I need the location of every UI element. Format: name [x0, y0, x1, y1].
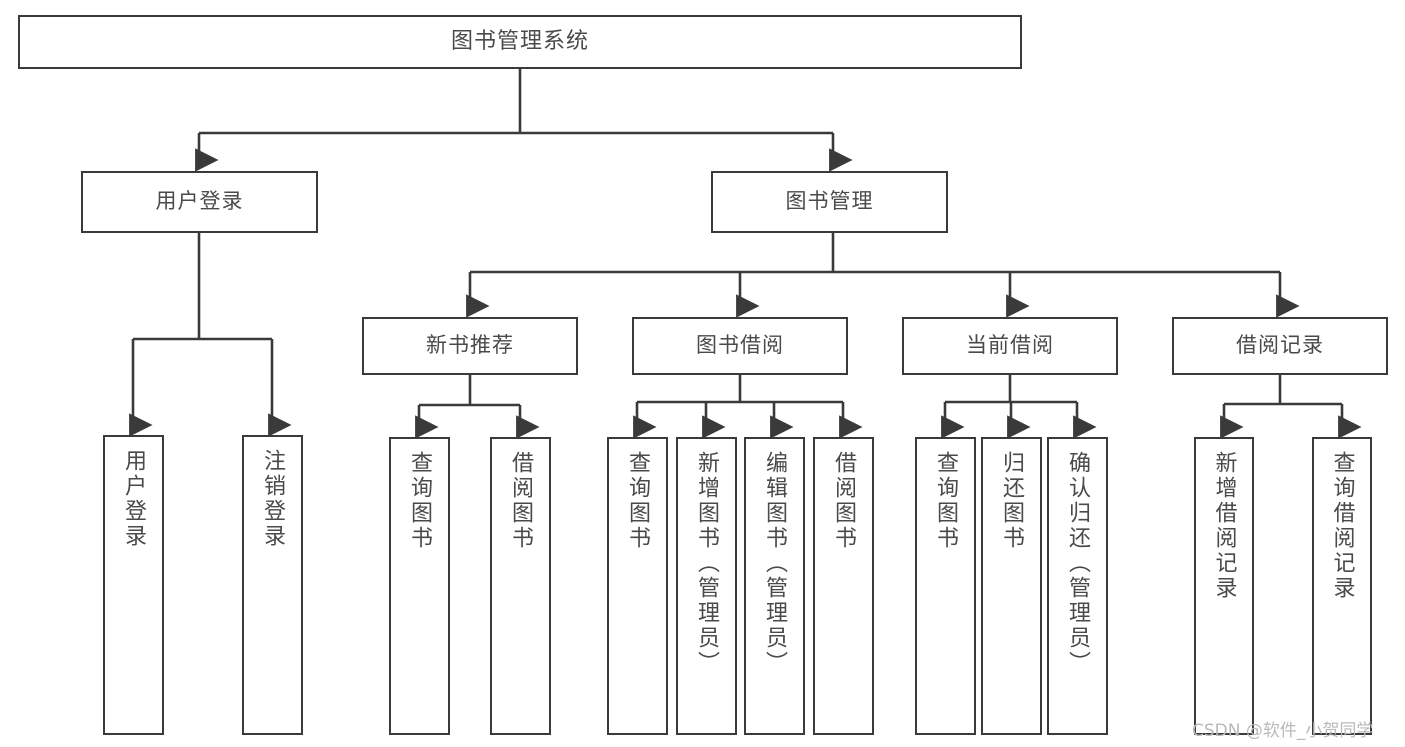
leaf-logout-label: 注销登录 [260, 449, 286, 549]
leaf-user-login[interactable]: 用户登录 [103, 435, 164, 735]
node-book-borrow[interactable]: 图书借阅 [632, 317, 848, 375]
node-new-book-recommend-label: 新书推荐 [426, 333, 514, 358]
leaf-edit-book-label: 编辑图书（管理员） [762, 451, 788, 676]
csdn-watermark: CSDN @软件_小贺同学 [1192, 721, 1374, 741]
node-user-login[interactable]: 用户登录 [81, 171, 318, 233]
leaf-edit-book[interactable]: 编辑图书（管理员） [744, 437, 805, 735]
node-book-manage[interactable]: 图书管理 [711, 171, 948, 233]
leaf-add-book-label: 新增图书（管理员） [694, 451, 720, 676]
node-current-borrow-label: 当前借阅 [966, 333, 1054, 358]
node-new-book-recommend[interactable]: 新书推荐 [362, 317, 578, 375]
leaf-query-book-3-label: 查询图书 [933, 451, 959, 551]
leaf-confirm-return[interactable]: 确认归还（管理员） [1047, 437, 1108, 735]
leaf-query-book-1-label: 查询图书 [407, 451, 433, 551]
leaf-add-record[interactable]: 新增借阅记录 [1194, 437, 1254, 735]
node-borrow-record-label: 借阅记录 [1236, 333, 1324, 358]
leaf-logout[interactable]: 注销登录 [242, 435, 303, 735]
leaf-query-book-1[interactable]: 查询图书 [389, 437, 450, 735]
node-user-login-label: 用户登录 [155, 189, 244, 214]
node-current-borrow[interactable]: 当前借阅 [902, 317, 1118, 375]
leaf-user-login-label: 用户登录 [121, 449, 147, 549]
leaf-borrow-book-1[interactable]: 借阅图书 [490, 437, 551, 735]
leaf-query-record-label: 查询借阅记录 [1329, 451, 1355, 601]
leaf-query-book-2[interactable]: 查询图书 [607, 437, 668, 735]
leaf-add-book[interactable]: 新增图书（管理员） [676, 437, 737, 735]
leaf-query-book-3[interactable]: 查询图书 [915, 437, 976, 735]
leaf-query-book-2-label: 查询图书 [625, 451, 651, 551]
node-root-label: 图书管理系统 [450, 28, 589, 54]
leaf-return-book-label: 归还图书 [999, 451, 1025, 551]
node-borrow-record[interactable]: 借阅记录 [1172, 317, 1388, 375]
leaf-add-record-label: 新增借阅记录 [1211, 451, 1237, 601]
leaf-return-book[interactable]: 归还图书 [981, 437, 1042, 735]
leaf-borrow-book-2[interactable]: 借阅图书 [813, 437, 874, 735]
leaf-query-record[interactable]: 查询借阅记录 [1312, 437, 1372, 735]
leaf-borrow-book-1-label: 借阅图书 [508, 451, 534, 551]
leaf-borrow-book-2-label: 借阅图书 [831, 451, 857, 551]
node-book-manage-label: 图书管理 [785, 189, 874, 214]
node-book-borrow-label: 图书借阅 [696, 333, 784, 358]
node-root[interactable]: 图书管理系统 [18, 15, 1022, 69]
leaf-confirm-return-label: 确认归还（管理员） [1065, 451, 1091, 676]
